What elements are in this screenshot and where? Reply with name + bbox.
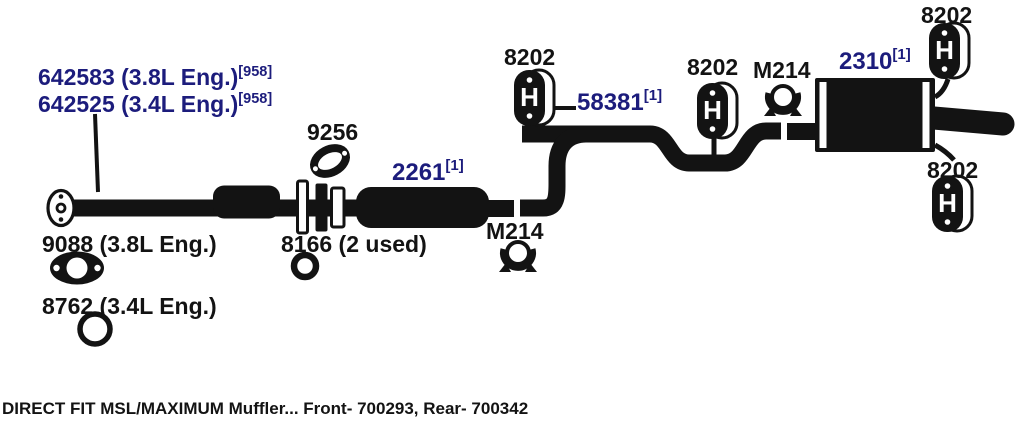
clamp-band [765, 92, 801, 115]
part-labels: 642583 (3.8L Eng.)[958] 642525 (3.4L Eng… [38, 2, 978, 319]
flange-center-hole [55, 202, 67, 214]
hanger-hole-bottom [944, 219, 951, 225]
label-hanger-8202-bottom-right: 8202 [927, 157, 978, 183]
leader-line-front-pipe [93, 113, 100, 193]
hanger-h-glyph: H [938, 188, 957, 218]
gasket-center-hole [66, 257, 88, 279]
clamp-m214-mid-icon [499, 240, 537, 272]
ring-8762-icon [77, 311, 113, 347]
hanger-8202-left-icon: H [514, 68, 556, 127]
hanger-body [929, 23, 960, 79]
hanger-hole-top [941, 30, 948, 36]
gasket-bolt-hole-left [312, 166, 318, 172]
label-hanger-8202-mid: 8202 [687, 54, 738, 80]
label-superscript: [958] [238, 64, 272, 80]
flange-plate-b [315, 183, 328, 232]
hanger-h-glyph: H [703, 95, 722, 125]
label-front-gasket-9088: 9088 (3.8L Eng.) [42, 231, 217, 257]
label-superscript: [1] [445, 157, 463, 174]
hanger-h-glyph: H [520, 82, 539, 112]
hanger-8202-bottom-right-icon: H [932, 174, 974, 233]
label-text: 58381 [577, 89, 644, 116]
hanger-body [932, 176, 963, 232]
label-superscript: [958] [238, 91, 272, 107]
hanger-body [697, 83, 728, 139]
label-hanger-8202-top-right: 8202 [921, 2, 972, 28]
hanger-hole-bottom [709, 126, 716, 132]
hanger-body [514, 70, 545, 126]
label-text: 642525 (3.4L Eng.) [38, 91, 238, 117]
exhaust-pipes [68, 78, 1015, 235]
label-flange-ring-8166: 8166 (2 used) [281, 231, 427, 257]
ring-8166-icon [290, 251, 320, 281]
intermediate-pipe [520, 122, 781, 217]
caption-fitment: DIRECT FIT MSL/MAXIMUM Muffler... Front-… [2, 399, 528, 418]
label-superscript: [1] [644, 87, 662, 104]
clamp-foot-right [790, 107, 802, 116]
label-clamp-m214-right: M214 [753, 57, 811, 83]
hanger-rod-top-right [933, 78, 951, 100]
clamp-m214-right-icon [764, 84, 802, 116]
hanger-hole-top [709, 90, 716, 96]
label-superscript: [1] [892, 46, 910, 63]
label-text: 2310 [839, 48, 892, 75]
hanger-hole-bottom [526, 113, 533, 119]
flange-bolt-bottom [58, 217, 64, 222]
muffler-body [815, 78, 935, 152]
label-intermediate-pipe-58381: 58381[1] [577, 87, 662, 116]
label-front-pipe-38l: 642583 (3.8L Eng.)[958] [38, 64, 272, 90]
hanger-8202-top-right-icon: H [929, 21, 971, 80]
gasket-9256-icon [310, 144, 350, 178]
label-text: 2261 [392, 159, 445, 186]
clamp-band [500, 248, 536, 271]
clamp-foot-right [525, 263, 537, 272]
flange-plate-a [296, 179, 309, 235]
resonator-outlet-pipe [486, 200, 514, 217]
hanger-hole-top [944, 183, 951, 189]
label-front-gasket-8762: 8762 (3.4L Eng.) [42, 293, 217, 319]
muffler-inlet-stub [787, 123, 819, 140]
inlet-flange-icon [46, 188, 76, 228]
muffler-right-cap [922, 82, 930, 148]
label-flange-gasket-9256: 9256 [307, 119, 358, 145]
gasket-bolt-hole-right [94, 264, 101, 272]
muffler-left-cap [819, 82, 827, 148]
tailpipe [916, 106, 1015, 136]
hanger-8202-mid-icon: H [697, 81, 739, 140]
leader-lines [93, 106, 576, 193]
gasket-9088-icon [50, 251, 104, 285]
resonator-body [356, 187, 489, 228]
clamp-foot-left [499, 263, 511, 272]
label-clamp-m214-mid: M214 [486, 218, 544, 244]
label-resonator-2261: 2261[1] [392, 157, 464, 186]
label-front-pipe-34l: 642525 (3.4L Eng.)[958] [38, 91, 272, 117]
label-muffler-2310: 2310[1] [839, 46, 911, 75]
gasket-ring [310, 144, 350, 178]
hanger-h-glyph: H [935, 35, 954, 65]
catalytic-converter-bulge [213, 185, 280, 219]
flange-plate-c [330, 186, 346, 229]
label-text: 642583 (3.8L Eng.) [38, 64, 238, 90]
clamp-ring [770, 84, 796, 110]
part-icons: H H H H [46, 21, 974, 347]
clamp-foot-left [764, 107, 776, 116]
hanger-hole-top [526, 77, 533, 83]
gasket-bolt-hole-right [342, 150, 348, 156]
hanger-rod-bottom-right [933, 142, 956, 162]
gasket-bolt-hole-left [53, 264, 60, 272]
clamp-ring [505, 240, 531, 266]
label-hanger-8202-left: 8202 [504, 44, 555, 70]
hanger-hole-bottom [941, 66, 948, 72]
flange-bolt-top [58, 194, 64, 199]
